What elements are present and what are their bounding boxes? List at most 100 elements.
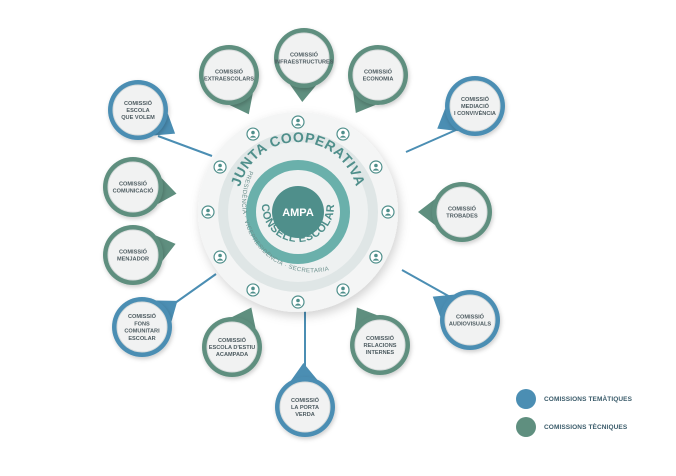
- bubble-label-line: COMUNICACIÓ: [113, 187, 154, 195]
- bubble-label-line: RELACIONS: [364, 343, 397, 349]
- bubble-face: [449, 80, 501, 132]
- central-board: AMPA JUNTA COOPERATIVA CONSELL ESCOLAR P…: [198, 112, 398, 312]
- bubble-pointer: [290, 363, 318, 381]
- bubble-face: [354, 319, 406, 371]
- bubble-label-line: ESCOLA: [126, 108, 149, 114]
- bubble-label-line: MEDIACIÓ: [461, 102, 490, 110]
- avatar-head: [218, 253, 222, 258]
- bubble-label-line: COMISSIÓ: [128, 312, 157, 320]
- bubble-label-line: QUE VOLEM: [121, 115, 155, 121]
- avatar-head: [218, 163, 222, 168]
- bubble-label-line: INTERNES: [366, 350, 395, 356]
- legend: COMISSIONS TEMÀTIQUES COMISSIONS TÈCNIQU…: [516, 388, 666, 444]
- bubble-label-line: ECONOMIA: [363, 77, 394, 83]
- bubble-economia: COMISSIÓ ECONOMIA: [348, 45, 408, 113]
- avatar-head: [251, 286, 255, 291]
- legend-swatch-tecnica: [516, 417, 536, 437]
- avatar-body: [216, 258, 224, 261]
- bubble-label-line: COMISSIÓ: [119, 247, 148, 255]
- avatar-body: [372, 258, 380, 261]
- bubble-label-line: COMUNITARI: [124, 329, 160, 335]
- core-circle: [272, 186, 324, 238]
- bubble-label-line: ACAMPADA: [216, 352, 248, 358]
- member-avatar-icon: [369, 160, 383, 174]
- member-avatar-icon: [213, 160, 227, 174]
- bubble-label-line: VERDA: [295, 412, 315, 418]
- member-avatar-icon: [369, 250, 383, 264]
- bubble-label-line: TROBADES: [446, 214, 478, 220]
- bubble-label-line: FONS: [134, 321, 150, 327]
- bubble-label-line: COMISSIÓ: [456, 312, 485, 320]
- avatar-head: [251, 130, 255, 135]
- bubble-label-line: ESCOLAR: [128, 336, 155, 342]
- member-avatar-icon: [336, 127, 350, 141]
- bubble-face: [279, 381, 331, 433]
- avatar-body: [249, 135, 257, 138]
- bubble-menjador: COMISSIÓ MENJADOR: [103, 225, 176, 285]
- avatar-head: [296, 118, 300, 123]
- bubble-label-line: MENJADOR: [117, 257, 149, 263]
- avatar-head: [296, 298, 300, 303]
- avatar-head: [206, 208, 210, 213]
- legend-swatch-tematica: [516, 389, 536, 409]
- bubble-label-line: COMISSIÓ: [448, 204, 477, 212]
- member-avatar-icon: [291, 295, 305, 309]
- bubble-label-line: EXTRAESCOLARS: [204, 77, 254, 83]
- avatar-body: [372, 168, 380, 171]
- avatar-body: [339, 135, 347, 138]
- bubble-label-line: COMISSIÓ: [461, 95, 490, 103]
- bubble-label-line: COMISSIÓ: [364, 67, 393, 75]
- avatar-body: [384, 213, 392, 216]
- bubble-pointer: [289, 84, 316, 102]
- bubble-face: [444, 294, 496, 346]
- connector-mediacio: [405, 129, 457, 153]
- bubble-label-line: COMISSIÓ: [218, 336, 247, 344]
- avatar-head: [374, 163, 378, 168]
- bubble-face: [203, 49, 255, 101]
- member-avatars: [201, 115, 395, 309]
- bubble-label-line: ESCOLA D'ESTIU: [209, 345, 256, 351]
- legend-item-tematica: COMISSIONS TEMÀTIQUES: [516, 388, 666, 410]
- bubble-face: [436, 186, 488, 238]
- avatar-head: [341, 286, 345, 291]
- avatar-body: [216, 168, 224, 171]
- avatar-head: [374, 253, 378, 258]
- member-avatar-icon: [201, 205, 215, 219]
- bubble-face: [352, 49, 404, 101]
- legend-item-tecnica: COMISSIONS TÈCNIQUES: [516, 416, 666, 438]
- legend-label-tematica: COMISSIONS TEMÀTIQUES: [544, 395, 633, 403]
- avatar-head: [341, 130, 345, 135]
- member-avatar-icon: [213, 250, 227, 264]
- bubble-trobades: COMISSIÓ TROBADES: [418, 182, 492, 242]
- bubble-face: [278, 32, 330, 84]
- bubble-label-line: COMISSIÓ: [290, 50, 319, 58]
- bubble-label-line: COMISSIÓ: [366, 334, 395, 342]
- avatar-body: [294, 123, 302, 126]
- bubble-label-line: LA PORTA: [291, 405, 319, 411]
- bubble-face: [107, 161, 159, 213]
- member-avatar-icon: [336, 283, 350, 297]
- bubble-label: COMISSIÓ TROBADES: [446, 204, 478, 219]
- member-avatar-icon: [291, 115, 305, 129]
- bubble-label: COMISSIÓ ECONOMIA: [363, 67, 394, 82]
- bubble-label-line: COMISSIÓ: [119, 179, 148, 187]
